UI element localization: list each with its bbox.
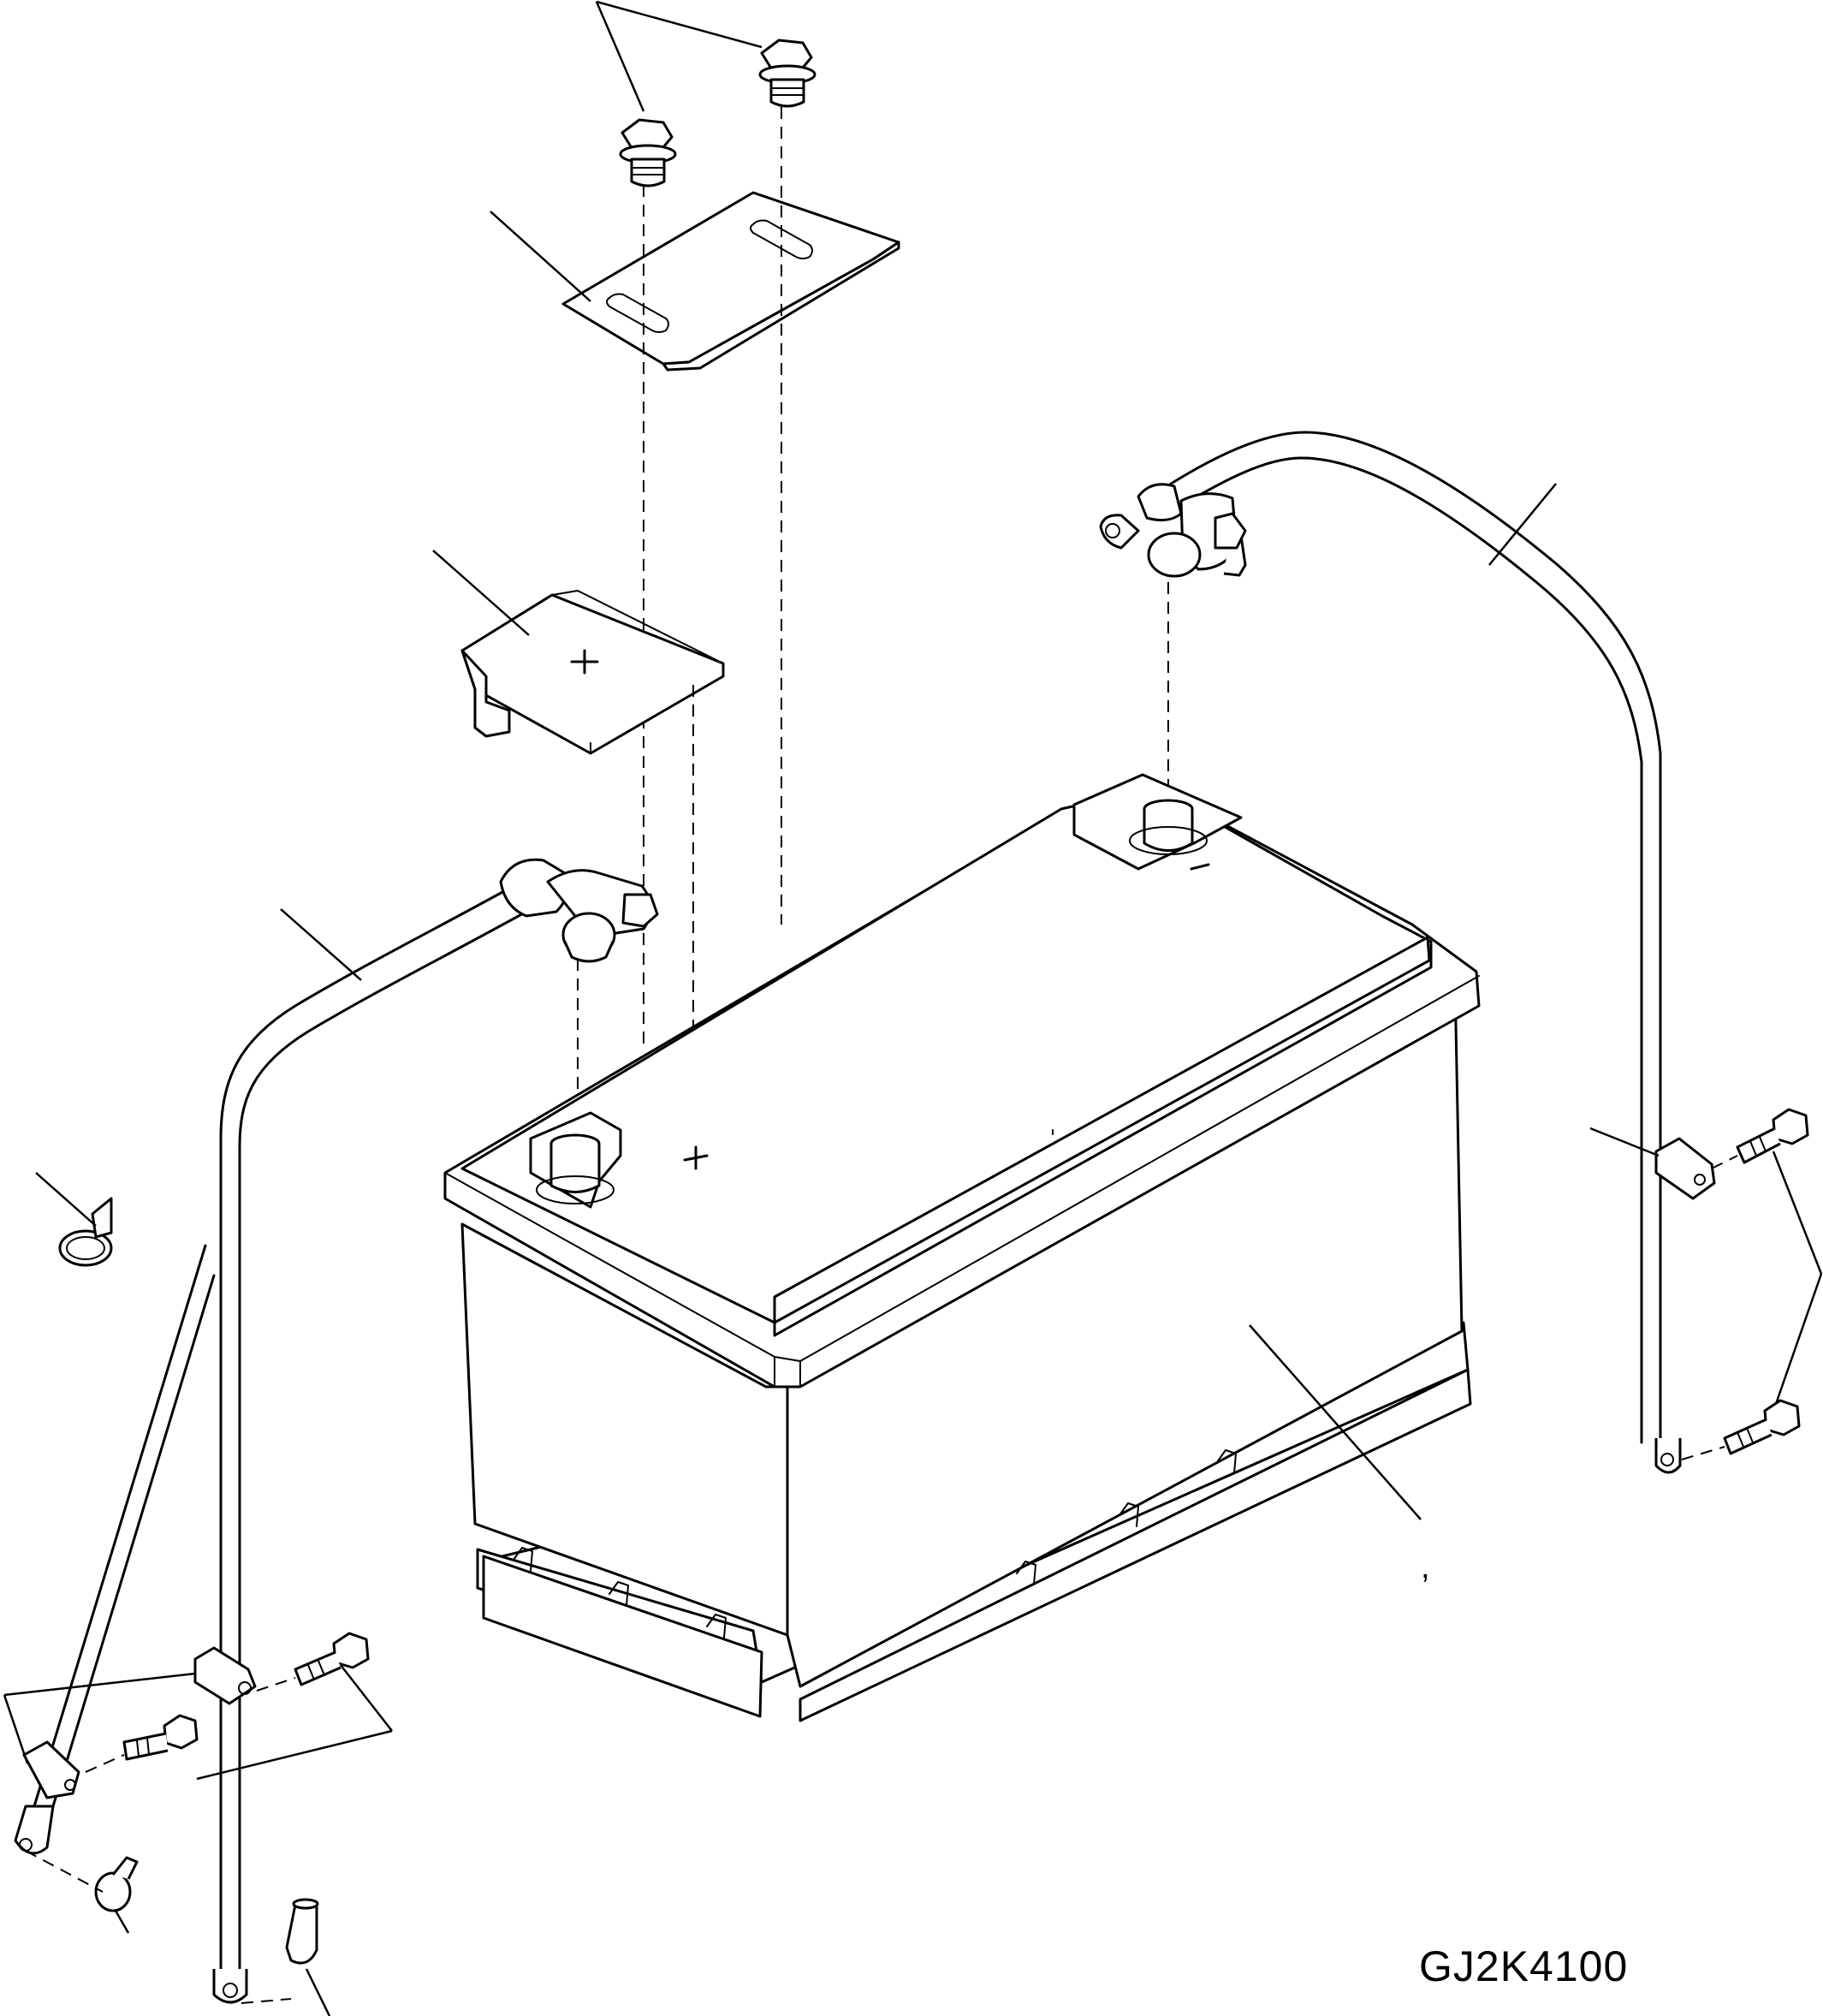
terminal-cover bbox=[460, 590, 725, 755]
bolt-right-lower bbox=[1723, 1399, 1801, 1455]
mounting-bolt-right bbox=[758, 39, 816, 108]
callout-bolts bbox=[595, 0, 763, 112]
callout-cap-elbow bbox=[305, 1968, 331, 2016]
bolt-small-upper bbox=[294, 1632, 370, 1686]
callout-cover bbox=[432, 550, 530, 636]
callout-bolts-right bbox=[1772, 1151, 1823, 1405]
callout-clamp-right bbox=[1589, 1127, 1660, 1157]
alignment-line bbox=[85, 1754, 125, 1773]
negative-cable bbox=[1099, 431, 1682, 1474]
ground-strap bbox=[14, 1244, 216, 1855]
alignment-line bbox=[25, 1850, 104, 1893]
bolt-small-lower bbox=[122, 1714, 199, 1761]
callout-bolts-lower bbox=[196, 1664, 393, 1781]
callout-negative-cable bbox=[1488, 483, 1557, 566]
bolt-right-upper bbox=[1736, 1108, 1809, 1164]
drawing-code: GJ2K4100 bbox=[1419, 1942, 1629, 1990]
hold-down-bracket bbox=[561, 191, 900, 372]
terminal-cap-small bbox=[94, 1856, 139, 1912]
drawing-mark: , bbox=[1421, 1549, 1430, 1585]
callout-cap-small bbox=[114, 1910, 130, 1934]
alignment-line bbox=[1711, 1155, 1738, 1169]
terminal-cap-elbow bbox=[285, 1898, 319, 1965]
cable-clamp-left bbox=[193, 1646, 257, 1705]
cable-clamp-right bbox=[1654, 1137, 1716, 1200]
alignment-line bbox=[240, 1998, 292, 2004]
positive-cable bbox=[212, 858, 659, 2004]
alignment-line bbox=[1681, 1446, 1725, 1460]
alignment-line bbox=[256, 1677, 296, 1692]
callout-hose-clamp bbox=[35, 1172, 97, 1227]
callout-positive-cable bbox=[280, 908, 362, 981]
callout-bracket bbox=[490, 211, 591, 302]
minus-sign-battery bbox=[1190, 863, 1210, 871]
mounting-bolt-left bbox=[619, 118, 677, 187]
cable-clamp bbox=[58, 1197, 113, 1267]
callout-clamps-lower bbox=[3, 1672, 196, 1764]
battery bbox=[443, 773, 1481, 1722]
callout-battery bbox=[1249, 1324, 1422, 1520]
